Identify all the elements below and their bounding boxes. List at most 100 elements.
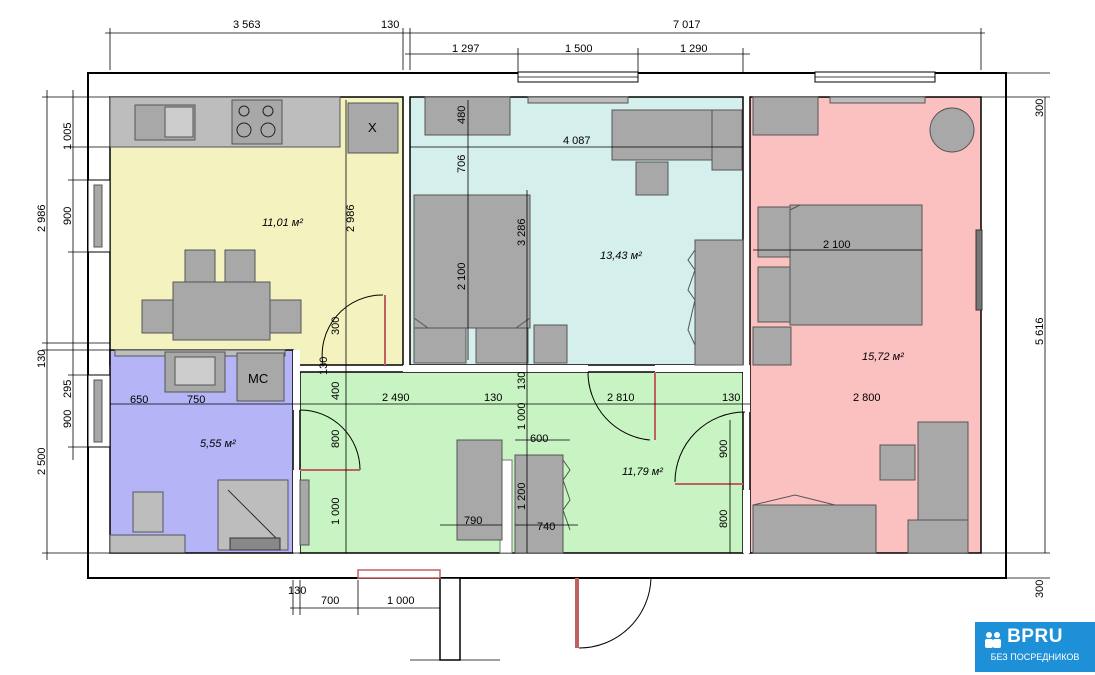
dim-left-1005: 1 005 xyxy=(62,122,74,150)
dim-left-2986: 2 986 xyxy=(36,204,48,232)
wall-segment xyxy=(743,490,750,553)
nightstand xyxy=(413,327,467,364)
dim-bottom-700: 700 xyxy=(321,595,339,607)
cabinet xyxy=(711,109,743,171)
window-right xyxy=(975,229,983,311)
radiator-bedroom xyxy=(829,96,926,104)
kitchen-area: 11,01 м² xyxy=(262,217,303,229)
dim-h1000a: 1 000 xyxy=(516,402,528,430)
bathroom-area: 5,55 м² xyxy=(200,438,236,450)
chair xyxy=(224,249,256,283)
dim-k300: 300 xyxy=(330,317,342,335)
center-room-area: 13,43 м² xyxy=(600,250,642,262)
cabinet-small xyxy=(533,324,568,364)
logo-subtitle: БЕЗ ПОСРЕДНИКОВ xyxy=(990,652,1080,662)
dim-h400: 400 xyxy=(330,382,342,400)
dim-h790: 790 xyxy=(464,515,482,527)
dim-left-900b: 900 xyxy=(62,410,74,428)
wall-segment xyxy=(743,372,750,412)
desk-bedroom xyxy=(917,421,969,523)
dim-c480: 480 xyxy=(456,106,468,124)
bed-double xyxy=(789,204,923,326)
nightstand xyxy=(757,206,791,258)
dim-h800b: 800 xyxy=(718,510,730,528)
dim-h130c: 130 xyxy=(516,372,528,390)
dim-h800a: 800 xyxy=(330,430,342,448)
wall-segment xyxy=(403,365,588,372)
wardrobe-bedroom xyxy=(907,519,969,554)
dresser xyxy=(752,96,819,136)
dim-right-300b: 300 xyxy=(1034,580,1046,598)
dim-h130d: 130 xyxy=(722,392,740,404)
dim-h1000b: 1 000 xyxy=(330,497,342,525)
dim-1500: 1 500 xyxy=(565,43,593,55)
dim-w750: 750 xyxy=(187,394,205,406)
wall-segment xyxy=(293,470,300,553)
hall-bench xyxy=(456,439,503,541)
cabinet-bedroom xyxy=(752,326,792,366)
stove-icon xyxy=(231,99,283,145)
shoe-cabinet xyxy=(514,454,564,554)
dim-kitchen-h: 2 986 xyxy=(345,204,357,232)
chair xyxy=(184,249,216,283)
stove-hood-label: X xyxy=(368,120,377,135)
bedroom-area: 15,72 м² xyxy=(862,351,904,363)
dim-h130b: 130 xyxy=(484,392,502,404)
dim-c4087: 4 087 xyxy=(563,135,591,147)
dim-bottom-130: 130 xyxy=(288,585,306,597)
entrance-corridor xyxy=(439,577,461,661)
dim-b2100: 2 100 xyxy=(823,239,851,251)
nightstand xyxy=(757,266,791,323)
dim-h2490: 2 490 xyxy=(382,392,410,404)
dim-right-300a: 300 xyxy=(1034,99,1046,117)
sofa-desk xyxy=(611,109,713,161)
dim-c3286: 3 286 xyxy=(516,218,528,246)
dim-3563: 3 563 xyxy=(233,19,261,31)
dim-left-130: 130 xyxy=(36,350,48,368)
dim-h600: 600 xyxy=(530,433,548,445)
washing-machine xyxy=(236,352,285,402)
dim-h1200: 1 200 xyxy=(516,482,528,510)
chair xyxy=(879,444,916,481)
dim-bottom-1000: 1 000 xyxy=(387,595,415,607)
chair xyxy=(141,299,174,334)
dim-h130a: 130 xyxy=(318,357,330,375)
toilet xyxy=(132,491,164,533)
wardrobe xyxy=(694,239,744,366)
dining-table xyxy=(172,281,271,341)
dim-left-2500: 2 500 xyxy=(36,447,48,475)
logo-title: BPRU xyxy=(1007,626,1063,647)
hall-mirror xyxy=(299,479,310,546)
desk xyxy=(424,96,511,136)
chair xyxy=(269,299,302,334)
dim-w650: 650 xyxy=(130,394,148,406)
dim-left-900a: 900 xyxy=(62,207,74,225)
dim-7017: 7 017 xyxy=(673,19,701,31)
dim-130: 130 xyxy=(381,19,399,31)
dim-h900: 900 xyxy=(718,440,730,458)
dim-b2800: 2 800 xyxy=(853,392,881,404)
wall-segment xyxy=(655,365,750,372)
chair xyxy=(635,161,669,196)
bed-single xyxy=(413,194,531,329)
entrance-corridor-right xyxy=(575,578,579,648)
wall-segment xyxy=(293,350,300,410)
dim-left-295: 295 xyxy=(62,380,74,398)
nightstand xyxy=(475,327,529,364)
dim-right-5616: 5 616 xyxy=(1034,317,1046,345)
dim-1290: 1 290 xyxy=(680,43,708,55)
dim-h2810: 2 810 xyxy=(607,392,635,404)
people-icon xyxy=(985,632,1001,648)
entrance-window xyxy=(357,569,441,579)
radiator xyxy=(527,96,629,104)
dim-c706: 706 xyxy=(456,155,468,173)
hall-area: 11,79 м² xyxy=(622,466,663,478)
sideboard xyxy=(752,504,877,554)
dim-1297: 1 297 xyxy=(452,43,480,55)
dim-h740: 740 xyxy=(537,521,555,533)
bpru-logo: BPRU БЕЗ ПОСРЕДНИКОВ xyxy=(975,622,1095,672)
washing-machine-label: MC xyxy=(248,371,268,386)
dim-c2100: 2 100 xyxy=(456,262,468,290)
fridge-box xyxy=(347,102,399,154)
